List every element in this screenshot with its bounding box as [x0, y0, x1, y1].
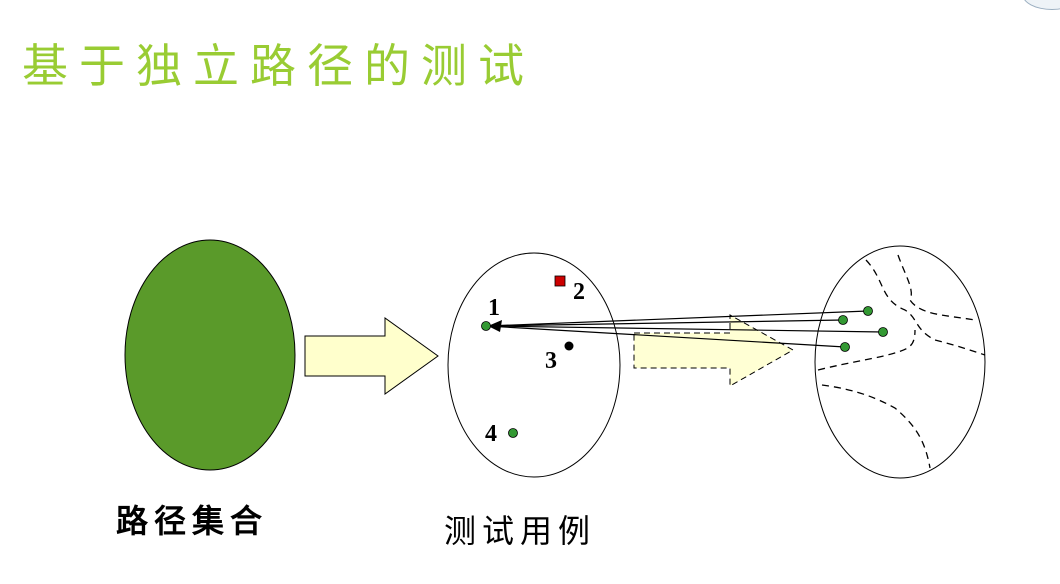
test-point-1 [481, 321, 491, 331]
label-1: 1 [488, 295, 500, 321]
domain-point [840, 342, 850, 352]
mapping-arrowhead [488, 320, 502, 332]
partition-line-bottom [821, 384, 931, 469]
label-3: 3 [545, 348, 557, 374]
dashed-arrow [633, 314, 795, 387]
slide-title: 基于独立路径的测试 [22, 39, 535, 93]
test-cases-ellipse [447, 252, 621, 478]
partition-line-middle [817, 329, 916, 371]
domain-point [838, 315, 848, 325]
partition-line-right [897, 254, 976, 321]
path-set-ellipse [124, 239, 296, 471]
test-point-2 [554, 275, 566, 287]
test-point-3 [564, 341, 574, 351]
mapping-lines [486, 310, 884, 348]
caption-test-cases: 测试用例 [444, 512, 597, 550]
label-2: 2 [573, 279, 585, 305]
caption-path-set: 路径集合 [116, 502, 269, 540]
label-4: 4 [485, 421, 497, 447]
partition-line-top [865, 259, 986, 356]
test-point-4 [508, 428, 518, 438]
domain-point [878, 327, 888, 337]
domain-ellipse [814, 245, 986, 479]
solid-arrow [304, 317, 439, 395]
domain-point [863, 306, 873, 316]
